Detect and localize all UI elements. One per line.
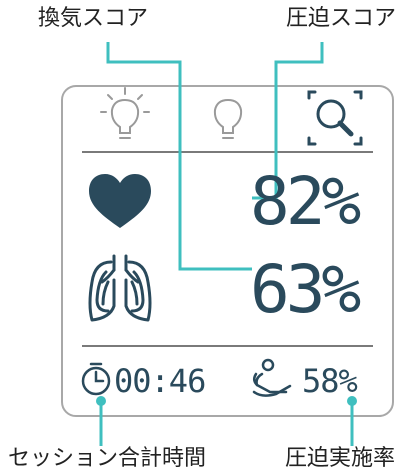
session-timer-value: 00:46 — [114, 362, 205, 400]
hands-compression-icon — [252, 358, 292, 397]
compression-score-value: 82% — [250, 163, 360, 240]
lightbulb-icon — [213, 98, 243, 139]
compression-rate-value: 58% — [302, 362, 358, 400]
leader-ventilation — [106, 42, 252, 271]
lightbulb-glowing-icon — [100, 87, 150, 139]
magnifier-icon — [307, 90, 363, 146]
leader-compression — [252, 42, 324, 200]
ventilation-score-value: 63% — [250, 251, 360, 328]
leader-dot-session — [96, 396, 106, 406]
device-frame — [61, 85, 394, 417]
lungs-icon — [88, 254, 152, 322]
callout-ventilation-score: 換気スコア — [38, 6, 149, 31]
callout-compression-score: 圧迫スコア — [286, 6, 397, 31]
leader-dot-rate — [347, 396, 357, 406]
heart-icon — [89, 174, 151, 228]
leader-lines — [99, 42, 354, 446]
callout-compression-rate: 圧迫実施率 — [285, 446, 396, 471]
stopwatch-icon — [81, 362, 111, 396]
callout-session-total-time: セッション合計時間 — [8, 446, 207, 471]
